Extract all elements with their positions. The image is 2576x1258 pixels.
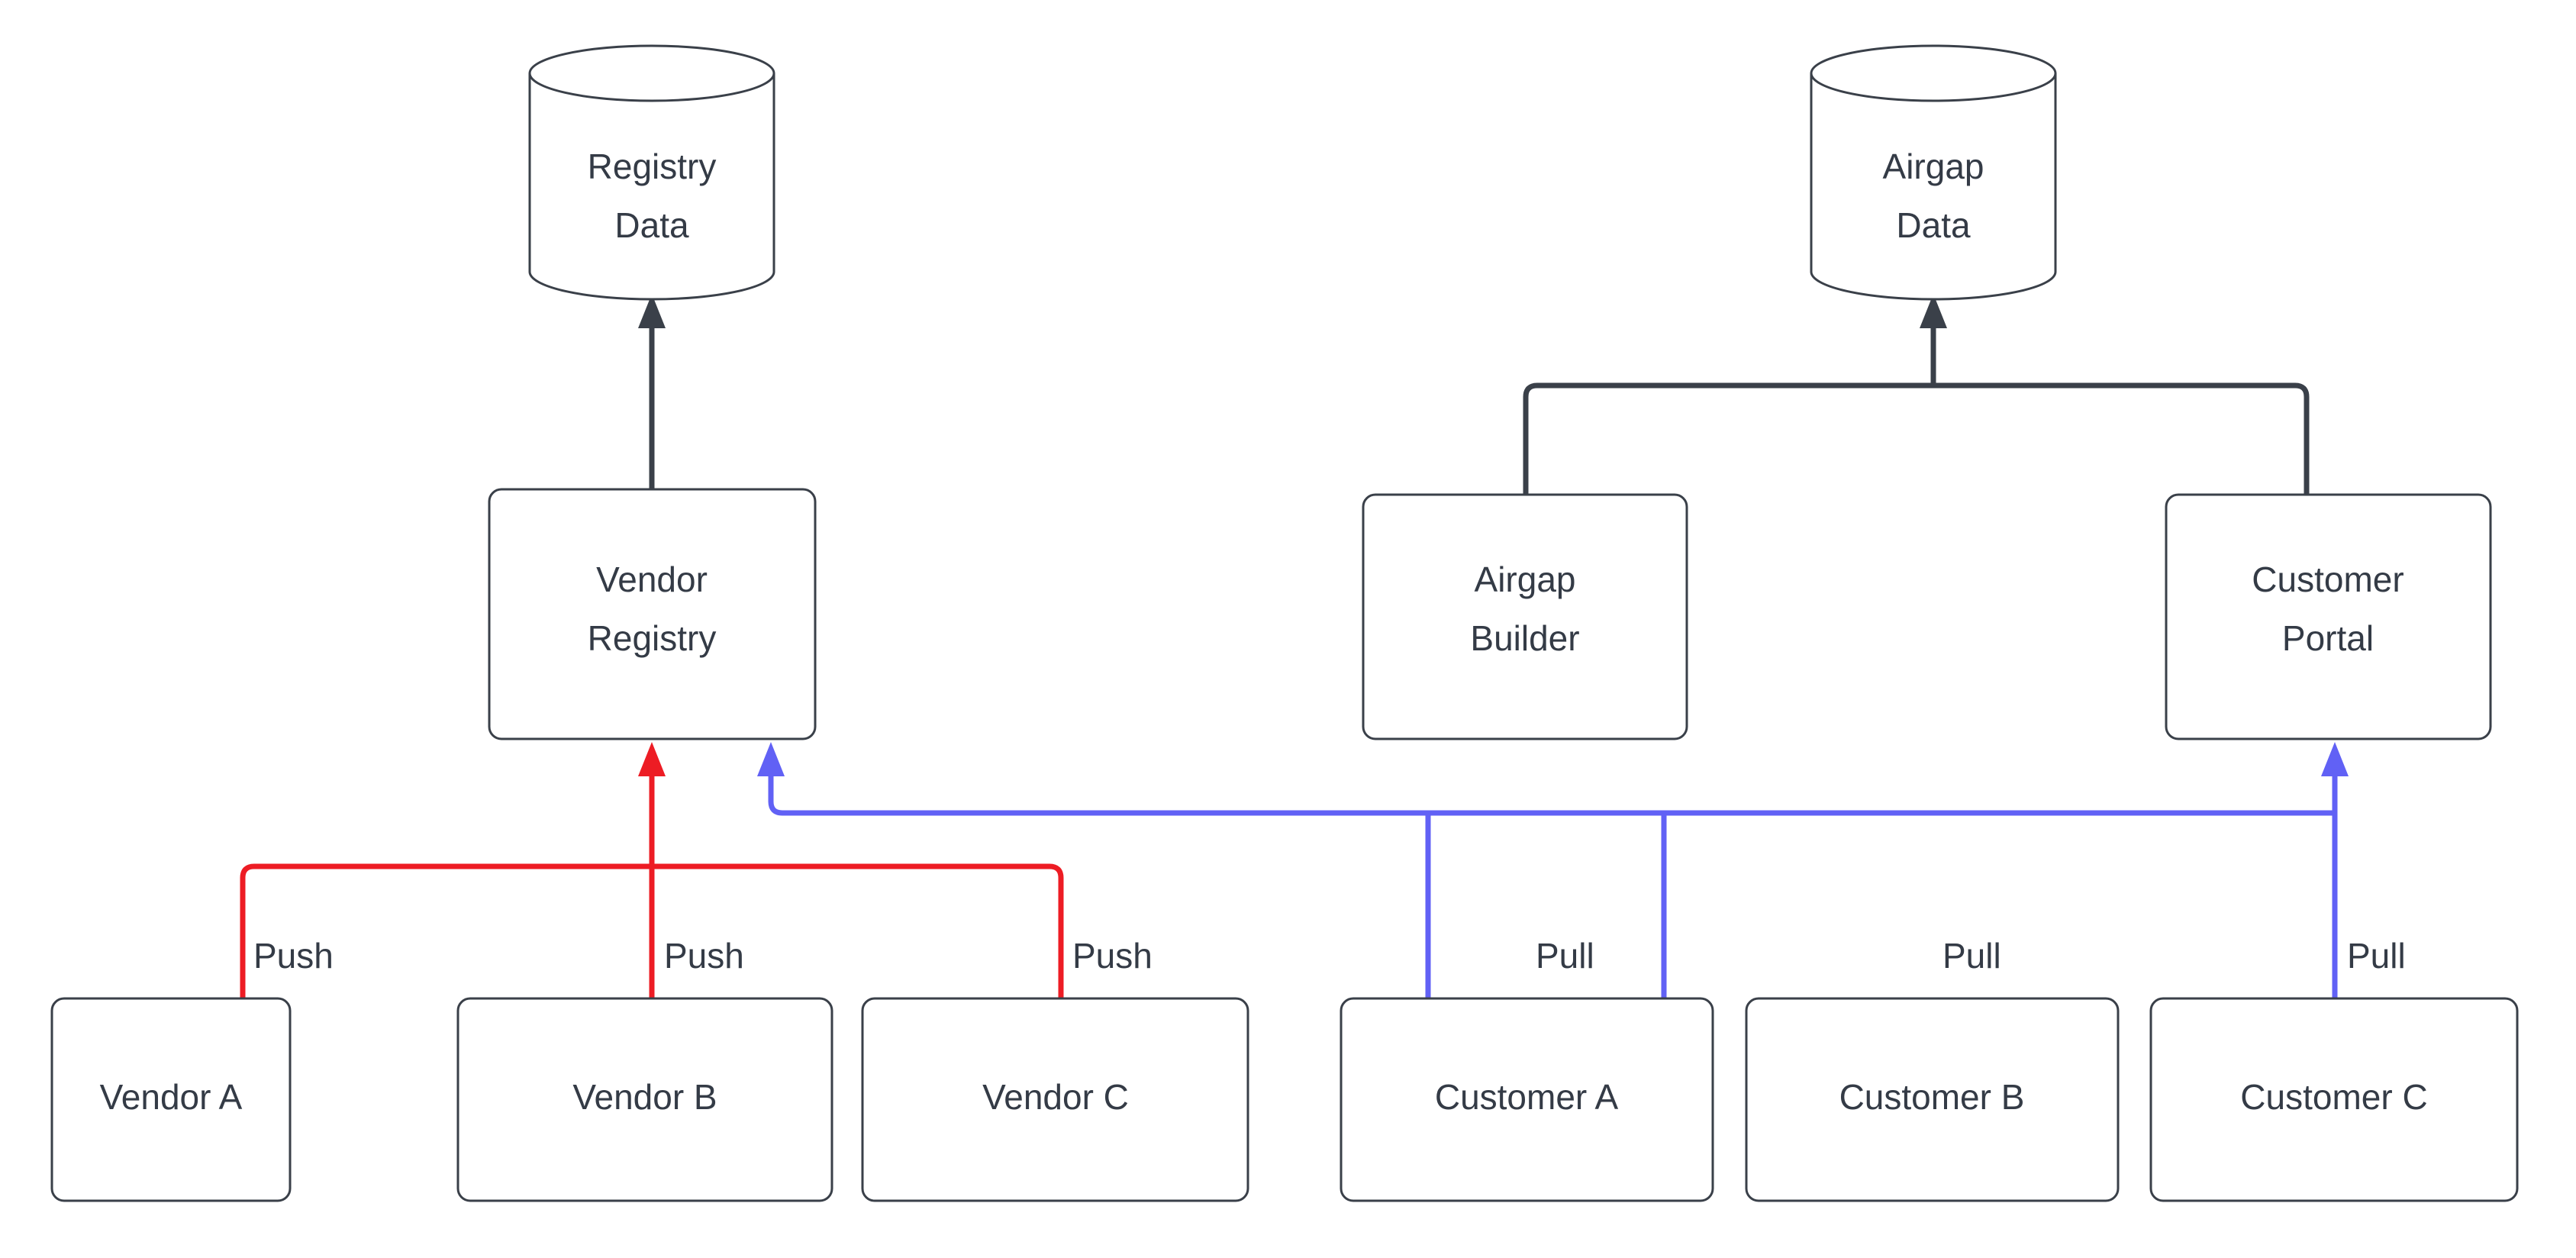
customer-portal-label-line1: Customer (2252, 560, 2404, 599)
edge-line (1523, 382, 1933, 495)
box-outline (2149, 997, 2519, 1202)
edge-vendor-registry-to-registry-data (638, 294, 666, 489)
airgap-builder-label-line1: Airgap (1475, 560, 1576, 599)
arrowhead-up-icon (757, 742, 785, 776)
vendor-c-label: Vendor C (982, 1077, 1129, 1117)
edge-line (652, 863, 1064, 998)
node-airgap-builder[interactable]: Airgap Builder (1362, 493, 1688, 740)
registry-data-label-line2: Data (614, 205, 689, 245)
box-outline (1340, 997, 1714, 1202)
box-outline (50, 997, 292, 1202)
customer-a-label: Customer A (1435, 1077, 1619, 1117)
vendor-registry-label-line1: Vendor (596, 560, 708, 599)
edge-label-pull-customer-b: Pull (1942, 936, 2001, 976)
cylinder-top-fill (1811, 46, 2055, 101)
edge-line (240, 863, 652, 998)
cylinder-body (528, 73, 775, 301)
cylinder-body-fill (1811, 46, 2055, 299)
box-outline (861, 997, 1249, 1202)
cylinder-top (528, 44, 775, 102)
box-outline (1745, 997, 2120, 1202)
arrowhead-up-icon (1920, 294, 1947, 328)
registry-data-label-line1: Registry (588, 147, 717, 186)
airgap-builder-label-line2: Builder (1470, 618, 1579, 658)
edge-vendor-a-push (240, 863, 652, 998)
node-customer-a[interactable]: Customer A (1340, 997, 1714, 1202)
arrowhead-up-icon (638, 294, 666, 328)
box-fill (2151, 998, 2517, 1201)
box-outline (2165, 493, 2492, 740)
airgap-data-label-line2: Data (1896, 205, 1971, 245)
box-fill (458, 998, 832, 1201)
customer-c-label: Customer C (2240, 1077, 2427, 1117)
edge-vendor-b-push (638, 742, 666, 998)
edge-label-push-vendor-c: Push (1072, 936, 1153, 976)
node-customer-portal[interactable]: Customer Portal (2165, 493, 2492, 740)
box-outline (488, 488, 817, 740)
edge-pull-bus-to-vendor-registry (757, 742, 2335, 816)
box-fill (52, 998, 290, 1201)
cylinder-top-fill (530, 46, 774, 101)
arrowhead-up-icon (638, 742, 666, 776)
box-outline (456, 997, 833, 1202)
cylinder-top (1810, 44, 2057, 102)
edge-vendor-c-push (652, 863, 1064, 998)
node-customer-c[interactable]: Customer C (2149, 997, 2519, 1202)
edge-customer-portal-to-airgap-data (1920, 294, 2310, 494)
node-airgap-data[interactable]: Airgap Data (1810, 44, 2057, 301)
box-outline (1362, 493, 1688, 740)
box-fill (1746, 998, 2118, 1201)
edge-label-pull-customer-c: Pull (2347, 936, 2406, 976)
edge-label-push-vendor-a: Push (253, 936, 334, 976)
box-fill (1341, 998, 1713, 1201)
box-fill (489, 489, 815, 739)
edge-label-push-vendor-b: Push (664, 936, 744, 976)
edge-customer-c-pull (2321, 742, 2349, 998)
node-customer-b[interactable]: Customer B (1745, 997, 2120, 1202)
box-fill (1363, 495, 1687, 739)
customer-portal-label-line2: Portal (2282, 618, 2374, 658)
vendor-registry-label-line2: Registry (588, 618, 717, 658)
edge-label-pull-customer-a: Pull (1536, 936, 1594, 976)
edge-airgap-builder-to-airgap-data (1523, 382, 1933, 495)
cylinder-body (1810, 73, 2057, 301)
edge-line (1933, 382, 2310, 494)
box-fill (2166, 495, 2491, 739)
vendor-b-label: Vendor B (572, 1077, 717, 1117)
cylinder-body-fill (530, 46, 774, 299)
customer-b-label: Customer B (1839, 1077, 2025, 1117)
arrowhead-up-icon (2321, 742, 2349, 776)
node-registry-data[interactable]: Registry Data (528, 44, 775, 301)
node-vendor-c[interactable]: Vendor C (861, 997, 1249, 1202)
airgap-data-label-line1: Airgap (1883, 147, 1984, 186)
node-vendor-b[interactable]: Vendor B (456, 997, 833, 1202)
node-vendor-a[interactable]: Vendor A (50, 997, 292, 1202)
node-vendor-registry[interactable]: Vendor Registry (488, 488, 817, 740)
vendor-a-label: Vendor A (100, 1077, 243, 1117)
box-fill (862, 998, 1248, 1201)
edge-line (768, 760, 2335, 816)
